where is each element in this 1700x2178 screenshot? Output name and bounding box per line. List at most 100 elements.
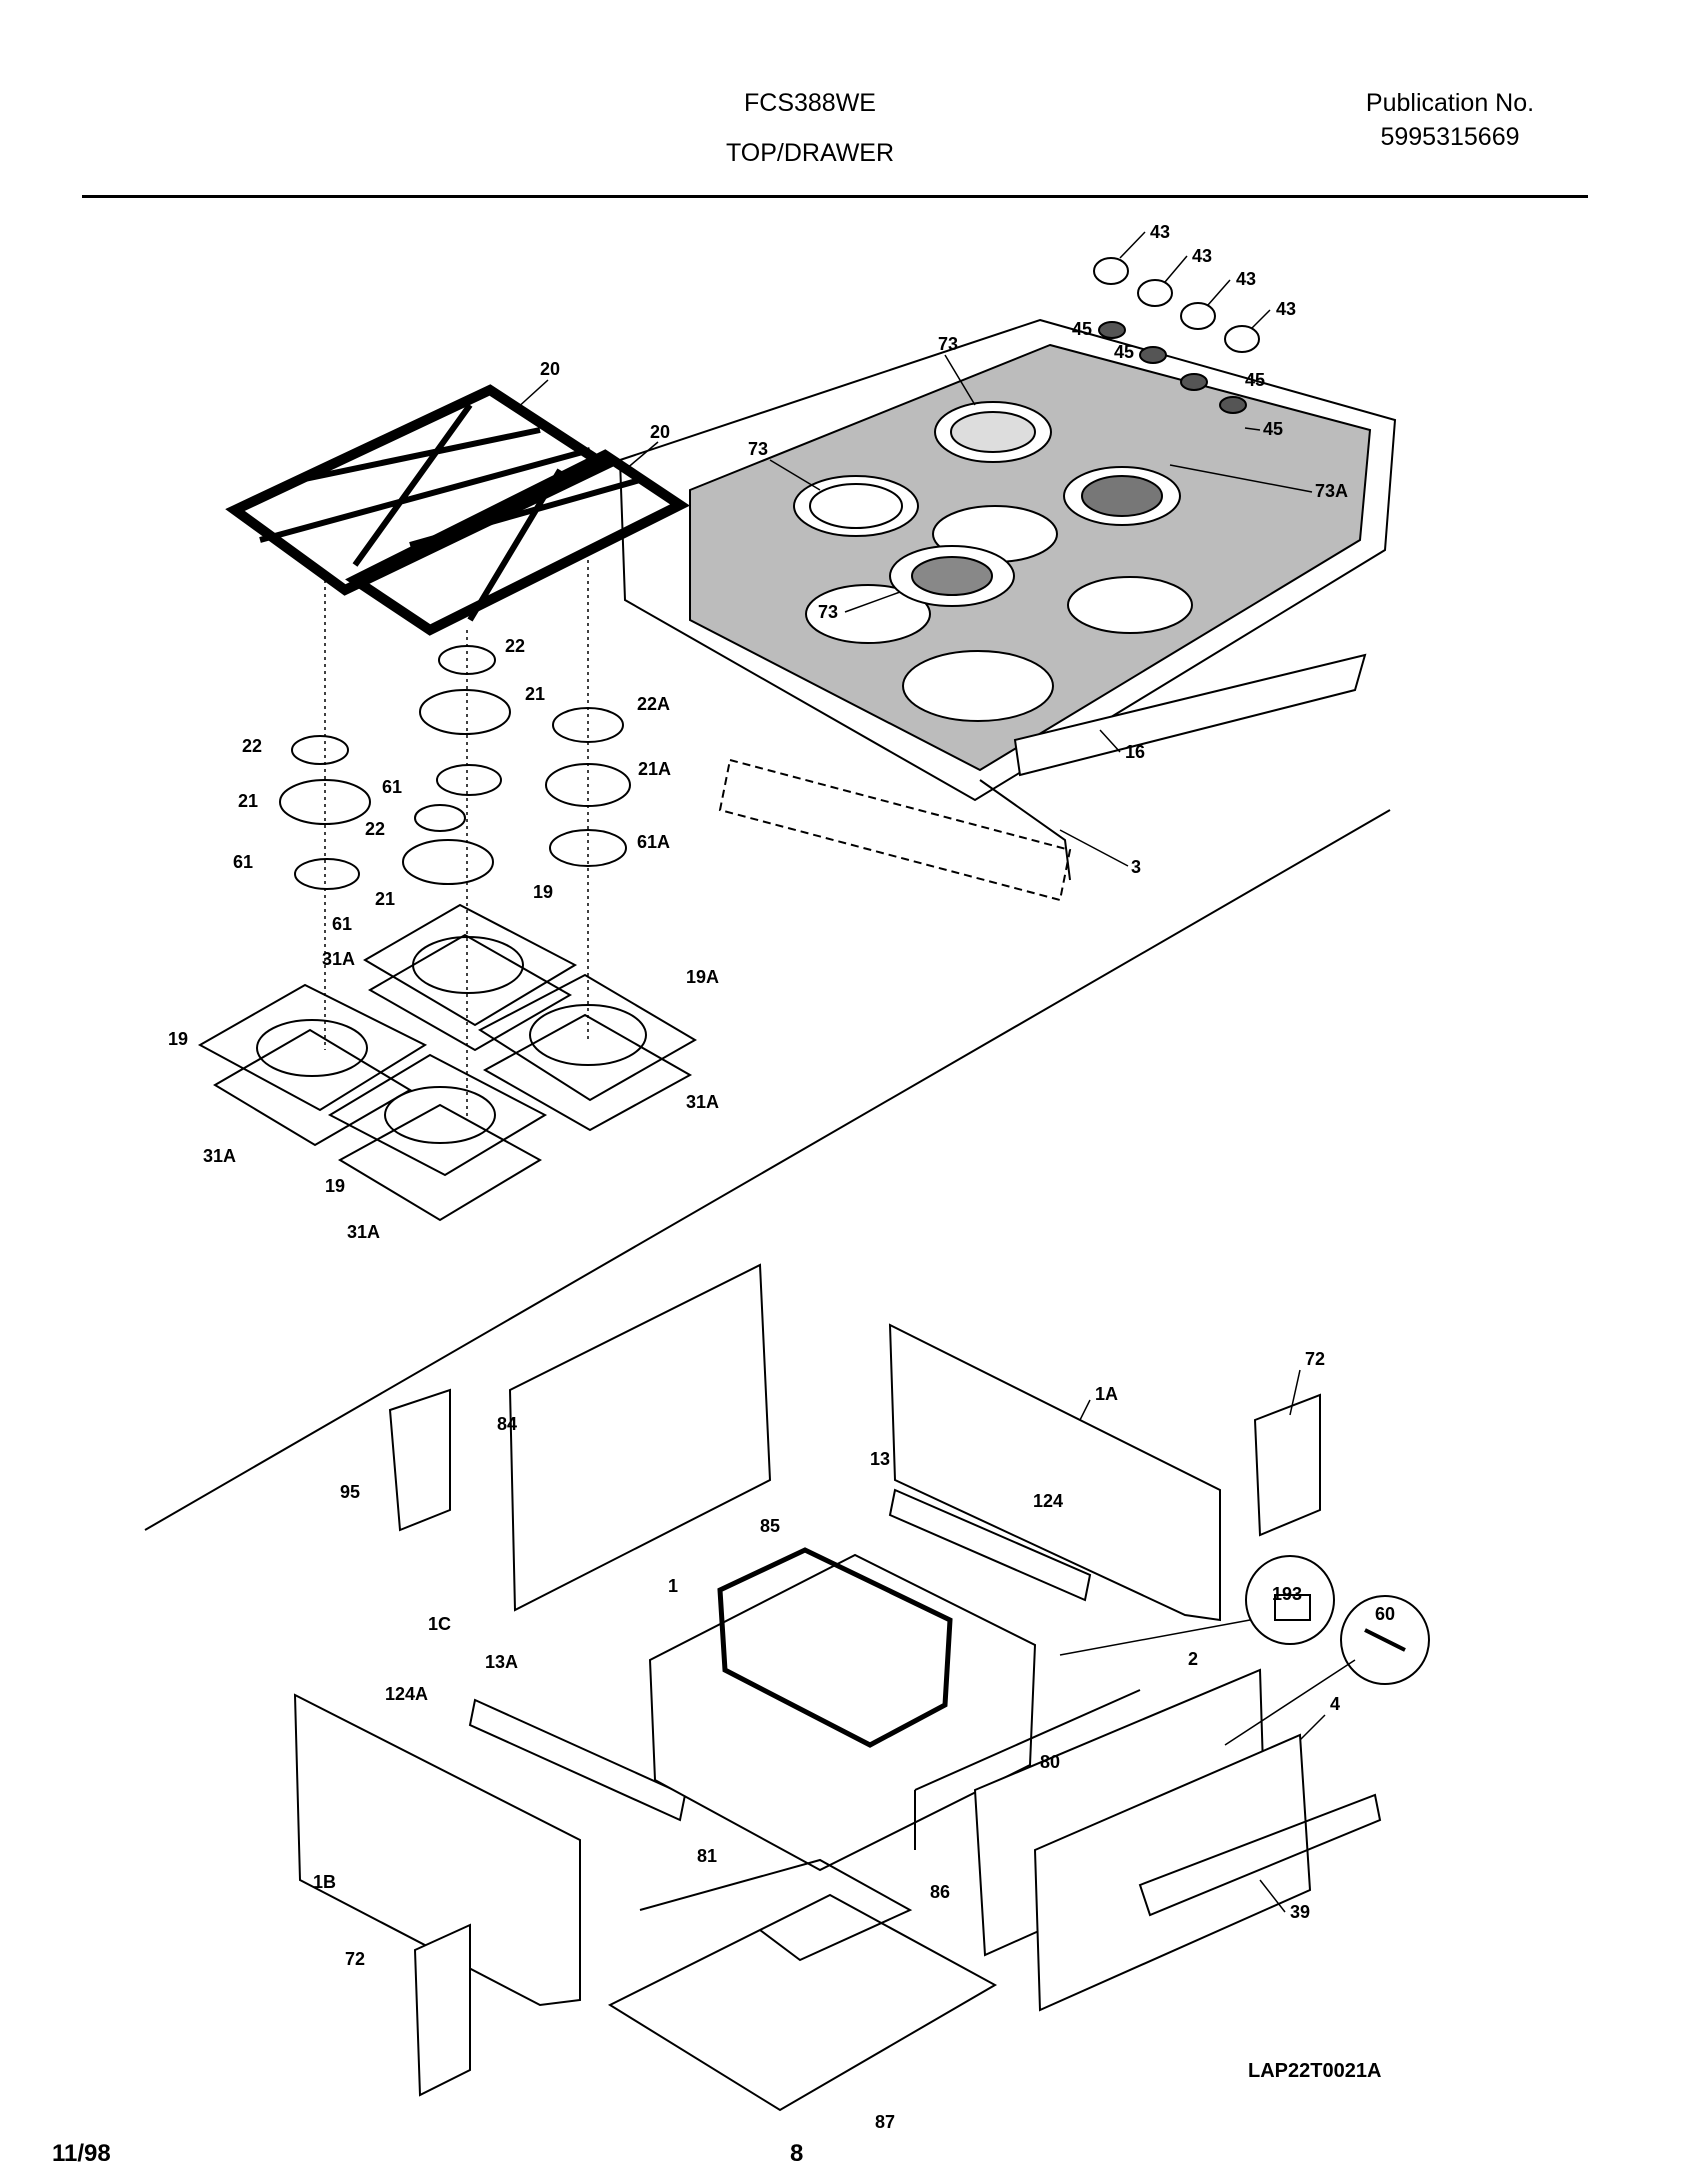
callout-61: 61 [233, 852, 253, 872]
side-panel-1A [888, 1323, 1221, 1622]
control-knob-43 [1093, 257, 1260, 353]
element-80 [914, 1689, 1141, 1850]
callout-43: 43 [1276, 299, 1296, 319]
drawer-glide-124 [888, 1488, 1092, 1602]
side-panel-1C [508, 1263, 772, 1612]
callout-73A: 73A [1315, 481, 1348, 501]
callout-43: 43 [1236, 269, 1256, 289]
burner-cap-22 [414, 804, 466, 832]
callout-95: 95 [340, 1482, 360, 1502]
callout-13A: 13A [485, 1652, 518, 1672]
callout-73: 73 [818, 602, 838, 622]
drawer-handle-39 [1138, 1793, 1382, 1917]
callout-80: 80 [1040, 1752, 1060, 1772]
callout-45: 45 [1245, 370, 1265, 390]
callout-31A: 31A [322, 949, 355, 969]
drawer-assembly [293, 1263, 1430, 2112]
callout-22: 22 [242, 736, 262, 756]
burner-pan-19 [197, 903, 578, 1177]
burner-ring-61 [436, 764, 502, 796]
burner-opening [1067, 576, 1193, 634]
callout-61: 61 [332, 914, 352, 934]
burner-grate-20 [345, 449, 690, 636]
callout-73: 73 [938, 334, 958, 354]
callout-87: 87 [875, 2112, 895, 2132]
callout-193: 193 [1272, 1584, 1302, 1604]
callout-72: 72 [1305, 1349, 1325, 1369]
page-number: 8 [790, 2140, 804, 2167]
burner-head-21 [279, 779, 371, 825]
callout-2: 2 [1188, 1649, 1198, 1669]
callout-21A: 21A [638, 759, 671, 779]
drawer-glide-124A [468, 1698, 687, 1822]
callout-1C: 1C [428, 1614, 451, 1634]
callout-19A: 19A [686, 967, 719, 987]
callout-22A: 22A [637, 694, 670, 714]
header-rule [82, 195, 1588, 198]
callout-16: 16 [1125, 742, 1145, 762]
drawer-box-1 [648, 1553, 1037, 1872]
callout-19: 19 [325, 1176, 345, 1196]
plug-193 [1245, 1555, 1335, 1645]
cooktop-assembly [618, 257, 1397, 902]
callout-3: 3 [1131, 857, 1141, 877]
callout-20: 20 [540, 359, 560, 379]
callout-1A: 1A [1095, 1384, 1118, 1404]
callout-21: 21 [525, 684, 545, 704]
callout-124A: 124A [385, 1684, 428, 1704]
bracket-95 [388, 1388, 451, 1532]
callout-61A: 61A [637, 832, 670, 852]
drawing-code: LAP22T0021A [1248, 2060, 1382, 2082]
callout-43: 43 [1192, 246, 1212, 266]
callout-22: 22 [505, 636, 525, 656]
callout-39: 39 [1290, 1902, 1310, 1922]
burner-grate-20 [225, 384, 616, 596]
revision-date: 11/98 [52, 2140, 111, 2167]
callout-86: 86 [930, 1882, 950, 1902]
burner-opening [805, 584, 931, 644]
top-bracket-16 [1013, 653, 1367, 777]
heating-element-81 [639, 1858, 913, 1962]
bracket-72 [1253, 1393, 1321, 1537]
broil-pan-85 [717, 1547, 953, 1748]
callout-84: 84 [497, 1414, 517, 1434]
callout-43: 43 [1150, 222, 1170, 242]
callout-45: 45 [1072, 319, 1092, 339]
knob-bezel-45 [1098, 321, 1247, 414]
callout-60: 60 [1375, 1604, 1395, 1624]
callout-81: 81 [697, 1846, 717, 1866]
callout-21: 21 [238, 791, 258, 811]
callout-31A: 31A [203, 1146, 236, 1166]
callout-45: 45 [1114, 342, 1134, 362]
burner-head-21 [402, 839, 494, 885]
leader-lines [514, 231, 1356, 1913]
callout-61: 61 [382, 777, 402, 797]
gasket-31A [213, 933, 693, 1222]
bracket-72 [413, 1923, 471, 2097]
model-number: FCS388WE [744, 89, 876, 117]
publication-label: Publication No. [1365, 89, 1535, 117]
callout-124: 124 [1033, 1491, 1063, 1511]
burner-opening [902, 650, 1054, 722]
side-panel-1B [293, 1693, 581, 2007]
separator-line [144, 809, 1391, 1531]
callout-1: 1 [668, 1576, 678, 1596]
burner-cap-22 [291, 735, 349, 765]
publication-number: 5995315669 [1380, 123, 1520, 151]
callout-4: 4 [1330, 1694, 1340, 1714]
burner-bowl-73A [1063, 466, 1181, 526]
callout-21: 21 [375, 889, 395, 909]
callout-20: 20 [650, 422, 670, 442]
front-frame-3 [718, 758, 1072, 902]
callout-72: 72 [345, 1949, 365, 1969]
grate-assembly [197, 384, 697, 1222]
section-title: TOP/DRAWER [725, 139, 895, 167]
callout-85: 85 [760, 1516, 780, 1536]
callout-1B: 1B [313, 1872, 336, 1892]
callout-19: 19 [533, 882, 553, 902]
bottom-tray-87 [607, 1893, 998, 2112]
callout-13: 13 [870, 1449, 890, 1469]
callout-19: 19 [168, 1029, 188, 1049]
burner-bowl-73 [793, 401, 1052, 607]
